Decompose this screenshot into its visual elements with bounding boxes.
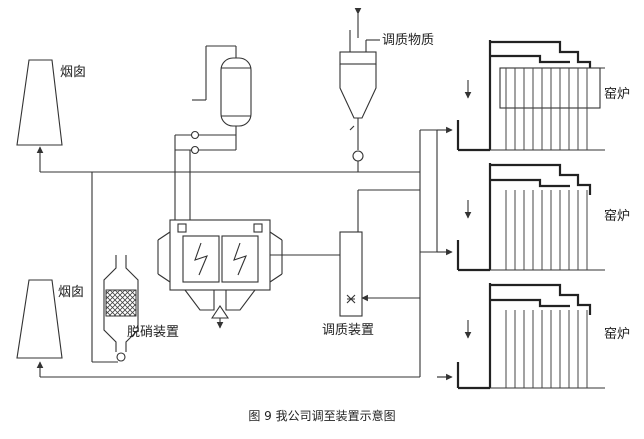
conditioning-device	[339, 231, 363, 317]
storage-tank	[174, 45, 252, 220]
conditioning-hopper	[339, 8, 380, 162]
kiln-1	[456, 40, 605, 152]
electrostatic-precipitator	[157, 219, 283, 329]
chimney-lower	[16, 279, 63, 359]
kiln-3	[456, 283, 605, 390]
chimney-upper-label: 烟囱	[60, 65, 86, 80]
figure-caption: 图 9 我公司调至装置示意图	[248, 408, 395, 423]
kiln-3-label: 窑炉	[604, 326, 630, 342]
chimney-upper	[16, 59, 63, 146]
denitration-device-label: 脱硝装置	[127, 325, 179, 340]
kiln-2	[456, 163, 605, 272]
conditioning-material-label: 调质物质	[382, 33, 434, 48]
kiln-1-label: 窑炉	[604, 86, 630, 102]
flue-lines	[36, 126, 453, 381]
conditioning-device-label: 调质装置	[322, 323, 374, 338]
kiln-2-label: 窑炉	[604, 208, 630, 224]
chimney-lower-label: 烟囱	[58, 285, 84, 300]
kiln-tube-grids	[505, 68, 588, 388]
denitration-reactor	[103, 255, 139, 362]
